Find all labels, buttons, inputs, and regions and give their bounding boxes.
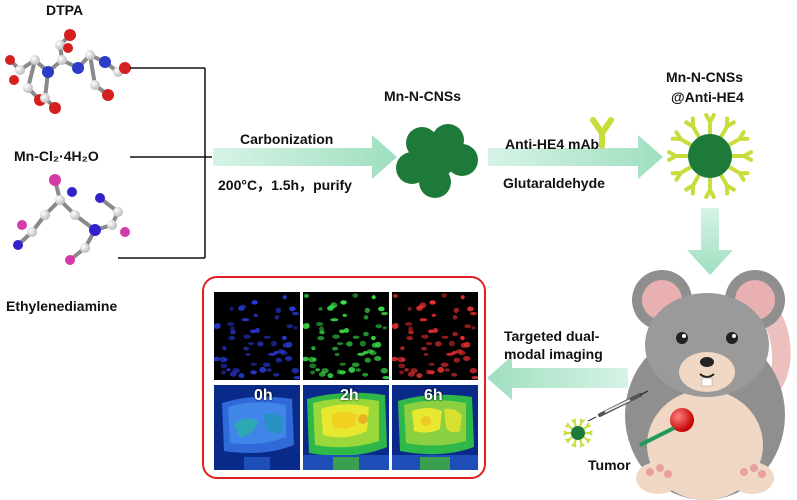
mri-panel-6h [392, 385, 478, 470]
carbonization-label: Carbonization [240, 131, 334, 147]
carbonization-arrow [213, 135, 397, 179]
product1-label: Mn-N-CNSs [384, 88, 461, 104]
anti-he4-label: Anti-HE4 mAb [505, 136, 600, 152]
tumor-label: Tumor [588, 457, 631, 473]
green-cells [303, 293, 389, 380]
mouse-illustration [625, 270, 791, 500]
fluorescence-green-panel [303, 292, 389, 380]
imaging-label-line2: modal imaging [504, 346, 603, 362]
injection-arrow [687, 208, 733, 275]
conjugate-sphere [666, 112, 754, 200]
product2-line1: Mn-N-CNSs [666, 69, 743, 85]
blue-cells [214, 295, 300, 380]
injected-particle [563, 418, 593, 448]
cns-cluster [396, 124, 478, 198]
dtpa-molecule [5, 29, 131, 114]
ethylenediamine-molecule [13, 174, 130, 265]
ethylenediamine-label: Ethylenediamine [6, 298, 118, 314]
mri-6h-image [392, 394, 478, 470]
imaging-frame [202, 276, 486, 479]
product2-line2: @Anti-HE4 [671, 89, 744, 105]
mri-2h-image [303, 392, 389, 470]
time-label-2h: 2h [340, 387, 359, 404]
reactant-bracket [118, 67, 212, 259]
dtpa-label: DTPA [46, 2, 84, 18]
conjugation-arrow [488, 135, 663, 179]
syringe-icon [587, 390, 649, 422]
mncl-label: Mn-Cl₂·4H₂O [14, 148, 99, 164]
fluorescence-red-panel [392, 292, 478, 380]
carbonization-conditions: 200°C，1.5h，purify [218, 177, 352, 193]
antibody-icon [590, 117, 614, 149]
imaging-arrow [487, 356, 628, 400]
mri-panel-2h [303, 385, 389, 470]
time-label-6h: 6h [424, 387, 443, 404]
imaging-label-line1: Targeted dual- [504, 328, 600, 344]
glutaraldehyde-label: Glutaraldehyde [503, 175, 605, 191]
fluorescence-blue-panel [214, 292, 300, 380]
mri-panel-0h [214, 385, 300, 470]
red-cells [392, 293, 478, 380]
time-label-0h: 0h [254, 387, 273, 404]
mri-0h-image [214, 396, 300, 470]
